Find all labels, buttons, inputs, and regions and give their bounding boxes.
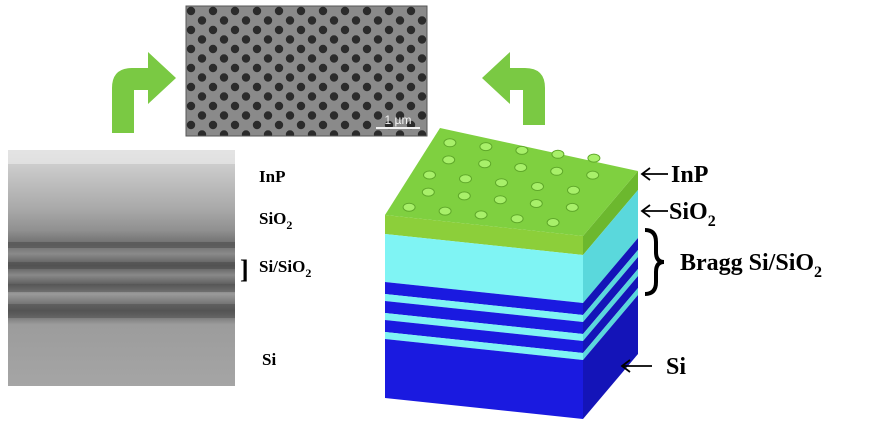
crystal-hole (514, 163, 528, 172)
crystal-hole (457, 191, 471, 201)
sem-cross-section-image (8, 150, 235, 386)
crystal-hole (459, 174, 472, 184)
crystal-hole (421, 187, 435, 197)
curly-brace-icon (644, 228, 665, 296)
photonic-crystal-hole-pattern (186, 6, 427, 136)
crystal-hole (478, 159, 492, 169)
crystal-hole (529, 199, 543, 208)
curved-up-arrow-icon (112, 52, 176, 133)
crystal-hole (442, 155, 456, 165)
crystal-hole (565, 202, 579, 212)
stack-right-face (583, 171, 638, 419)
photonic-crystal-holes (402, 138, 601, 227)
left-arrow-icon (640, 167, 668, 181)
crystal-hole (474, 210, 488, 220)
cross-section-label-si: Si (262, 350, 276, 369)
crystal-hole (531, 182, 544, 191)
cross-section-label-bragg: Si/SiO2 (259, 257, 311, 280)
crystal-hole (567, 185, 580, 195)
crystal-hole (443, 138, 457, 148)
left-arrow-icon (620, 359, 652, 373)
crystal-hole (493, 195, 507, 205)
stack-front-face (385, 215, 583, 419)
crystal-hole (515, 145, 529, 155)
crystal-hole (551, 149, 565, 159)
cross-section-label-inp: InP (259, 167, 285, 186)
crystal-hole (402, 202, 416, 212)
scale-bar-label: 1 µm (385, 113, 412, 127)
crystal-hole (423, 170, 436, 180)
layer-bracket: ] (240, 255, 249, 284)
crystal-hole (510, 214, 524, 224)
stack-label-si: Si (666, 354, 686, 380)
crystal-hole (587, 153, 601, 163)
crystal-hole (546, 218, 560, 227)
crystal-hole (438, 206, 452, 216)
crystal-hole (586, 170, 600, 180)
left-arrow-icon (640, 204, 668, 218)
sem-top-view-image: 1 µm (185, 5, 428, 137)
crystal-hole (495, 178, 508, 188)
crystal-hole (479, 142, 493, 152)
stack-label-sio2: SiO2 (669, 199, 716, 230)
layer-stack-3d (385, 128, 638, 419)
crystal-hole (550, 166, 564, 176)
stack-label-bragg: Bragg Si/SiO2 (680, 250, 822, 281)
cross-section-label-sio2: SiO2 (259, 209, 292, 232)
curved-up-arrow-icon (482, 52, 545, 125)
stack-label-inp: InP (671, 162, 708, 188)
